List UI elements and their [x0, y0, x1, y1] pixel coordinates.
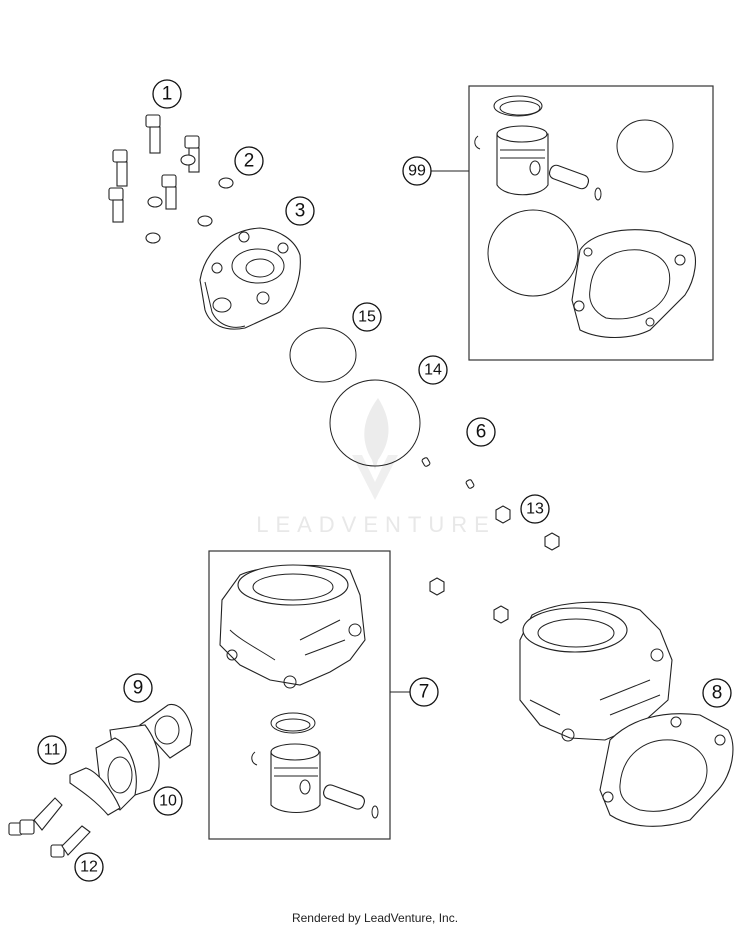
- kit-99-parts: [474, 95, 696, 338]
- kit-7-box: [208, 550, 391, 840]
- svg-text:12: 12: [80, 859, 98, 876]
- svg-text:1: 1: [162, 84, 173, 105]
- nuts: [429, 505, 560, 624]
- callout-3: 3: [285, 196, 315, 226]
- callout-8: 8: [702, 678, 732, 708]
- watermark-flame-icon: [364, 398, 389, 470]
- svg-text:10: 10: [159, 793, 177, 810]
- svg-text:15: 15: [358, 309, 376, 326]
- kit-99-box: [468, 85, 714, 361]
- o-ring-15: [289, 327, 357, 383]
- kit-7-parts: [219, 564, 379, 819]
- callout-11: 11: [37, 735, 67, 765]
- watermark-text: LEADVENTURE: [256, 512, 496, 537]
- svg-text:99: 99: [408, 163, 426, 180]
- callout-7: 7: [409, 677, 439, 707]
- watermark-v-icon: [352, 455, 398, 500]
- callout-14: 14: [418, 355, 448, 385]
- svg-text:8: 8: [712, 683, 723, 704]
- svg-text:7: 7: [419, 682, 430, 703]
- callout-99: 99: [402, 156, 432, 186]
- gasket-14: [329, 379, 421, 467]
- svg-text:3: 3: [295, 201, 306, 222]
- intake-bolts: [8, 797, 91, 858]
- callout-6: 6: [466, 417, 496, 447]
- base-gasket: [599, 713, 734, 827]
- callout-1: 1: [152, 79, 182, 109]
- callout-9: 9: [123, 673, 153, 703]
- callout-2: 2: [234, 146, 264, 176]
- svg-text:6: 6: [476, 422, 487, 443]
- callout-15: 15: [352, 302, 382, 332]
- washers: [145, 154, 234, 244]
- callout-10: 10: [153, 786, 183, 816]
- watermark: LEADVENTURE: [256, 398, 496, 537]
- footer-credit: Rendered by LeadVenture, Inc.: [291, 911, 459, 925]
- svg-text:13: 13: [526, 501, 544, 518]
- dowel-pins: [421, 457, 475, 489]
- intake-flange: [69, 703, 193, 816]
- callout-12: 12: [74, 852, 104, 882]
- cylinder-head: [199, 227, 301, 330]
- svg-text:2: 2: [244, 151, 255, 172]
- svg-text:11: 11: [44, 742, 61, 759]
- callout-13: 13: [520, 494, 550, 524]
- svg-text:14: 14: [424, 362, 442, 379]
- svg-text:9: 9: [133, 678, 144, 699]
